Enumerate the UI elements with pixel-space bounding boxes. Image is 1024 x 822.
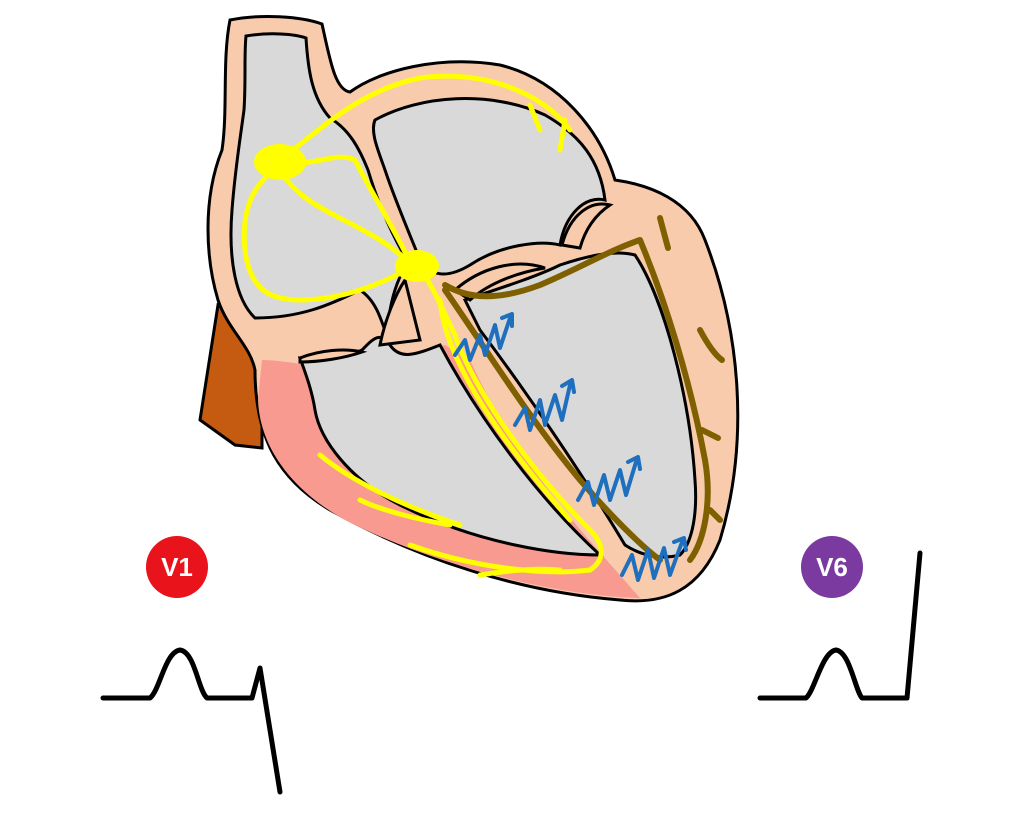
left-bundle-branch: [442, 215, 725, 563]
mitral-cusp-anterior: [452, 262, 546, 302]
lead-v1-label: V1: [161, 551, 193, 582]
zigzag-arrow-icon: [620, 536, 688, 582]
tricuspid-cusp: [378, 276, 422, 347]
tricuspid-cusp-lower: [298, 348, 368, 364]
mitral-cusp-posterior: [560, 202, 614, 250]
sinoatrial-node: [254, 144, 306, 180]
left-ventricle-chamber: [462, 251, 698, 559]
zigzag-arrow-icon: [576, 455, 642, 507]
v6-ecg-trace: [757, 550, 923, 701]
lead-v6-label: V6: [816, 551, 848, 582]
lead-v6-badge: V6: [801, 536, 863, 598]
lead-v1-badge: V1: [146, 536, 208, 598]
atrioventricular-node: [395, 250, 439, 282]
right-ventricle-chamber: [297, 335, 604, 557]
zigzag-arrow-icon: [513, 378, 576, 432]
zigzag-arrow-icon: [453, 312, 514, 362]
depolarization-waves: [453, 312, 688, 582]
v1-ecg-trace: [100, 647, 283, 795]
